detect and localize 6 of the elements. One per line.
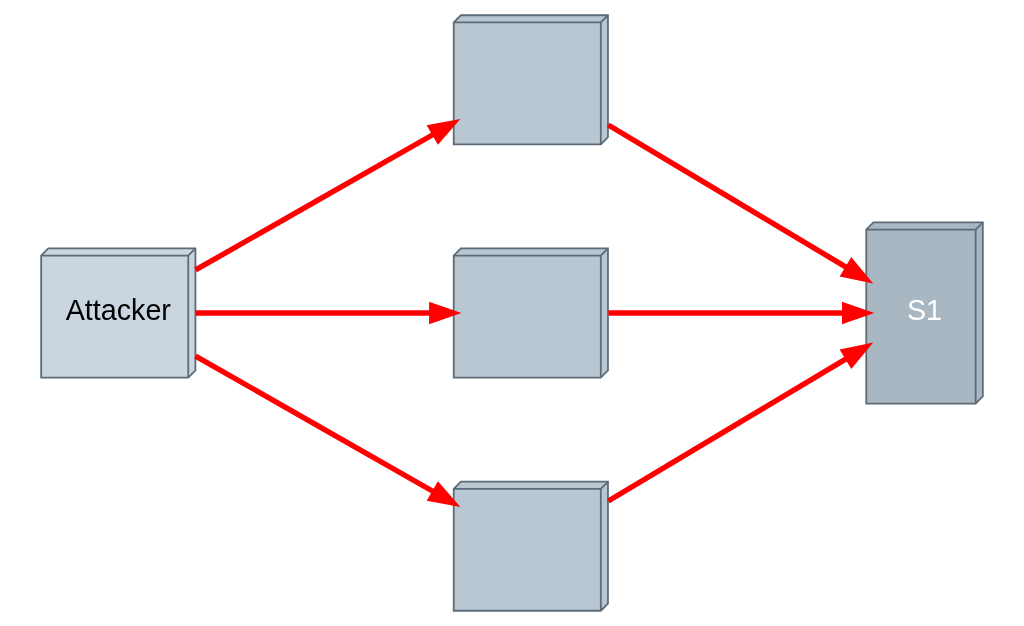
arrow [608, 301, 875, 325]
arrow [194, 353, 461, 507]
arrow [606, 342, 874, 504]
arrow [195, 301, 462, 325]
arrow [194, 119, 461, 273]
arrow [606, 122, 874, 284]
